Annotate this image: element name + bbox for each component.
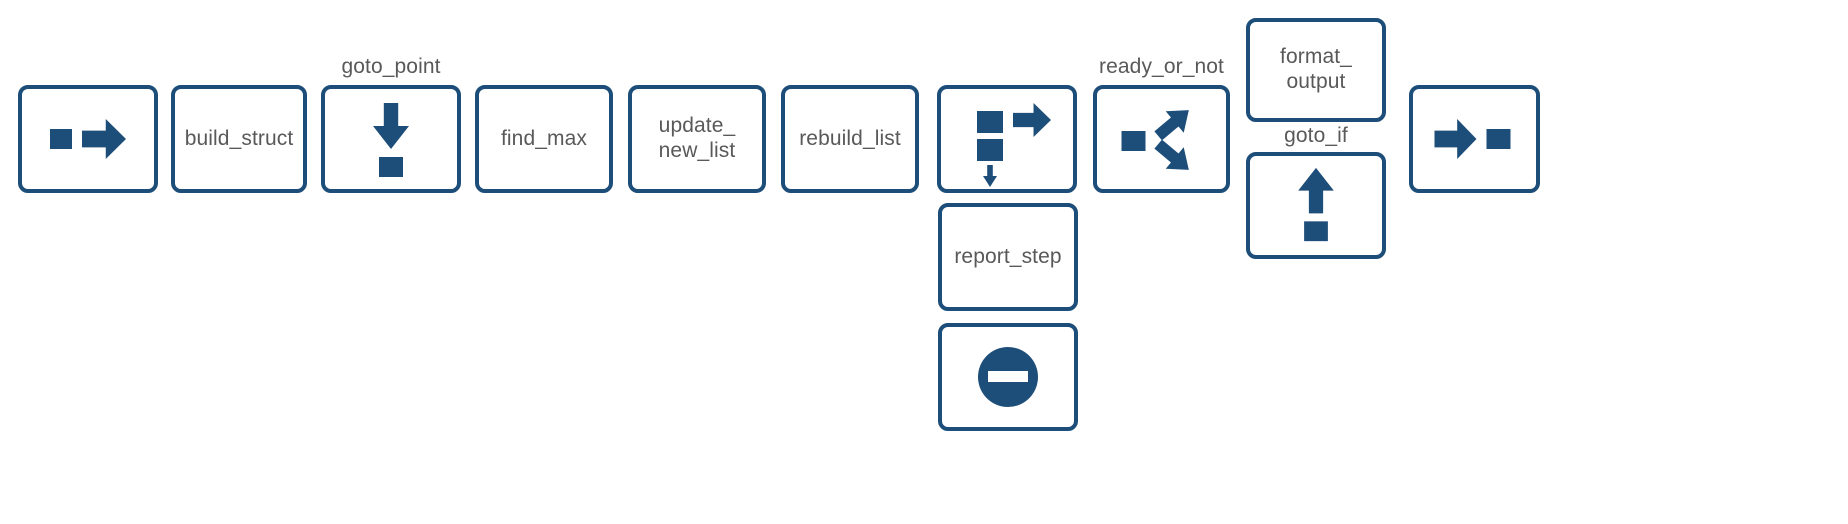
- node-label: find_max: [500, 126, 587, 150]
- node-label: update_ new_list: [658, 114, 736, 162]
- node-report-step[interactable]: report_step: [938, 203, 1078, 311]
- up-arrow-above-square-icon: [1250, 156, 1382, 255]
- node-square-then-right-arrow[interactable]: [18, 85, 158, 193]
- square-then-right-arrow-icon: [22, 89, 154, 189]
- node-up-arrow-above-square[interactable]: [1246, 152, 1386, 259]
- node-caption-ready-or-not: ready_or_not: [1099, 55, 1224, 78]
- node-format--output[interactable]: format_ output: [1246, 18, 1386, 122]
- node-rebuild-list[interactable]: rebuild_list: [781, 85, 919, 193]
- node-find-max[interactable]: find_max: [475, 85, 613, 193]
- node-caption-goto-point: goto_point: [341, 55, 441, 78]
- square-branch-two-diagonal-arrows-icon: [1097, 89, 1226, 189]
- node-build-struct[interactable]: build_struct: [171, 85, 307, 193]
- node-square-branch-two-diagonal-arrows[interactable]: [1093, 85, 1230, 193]
- down-arrow-above-square-icon: [325, 89, 457, 189]
- right-arrow-then-square-icon: [1413, 89, 1536, 189]
- node-down-arrow-above-square[interactable]: [321, 85, 461, 193]
- node-label: report_step: [954, 244, 1062, 268]
- node-label: rebuild_list: [799, 126, 901, 150]
- node-update--new-list[interactable]: update_ new_list: [628, 85, 766, 193]
- node-label: build_struct: [184, 126, 294, 150]
- minus-circle-icon: [942, 327, 1074, 427]
- node-caption-goto-if: goto_if: [1284, 124, 1348, 147]
- two-squares-right-arrow-down-arrow-icon: [941, 89, 1073, 189]
- node-right-arrow-then-square[interactable]: [1409, 85, 1540, 193]
- node-two-squares-right-arrow-down-arrow[interactable]: [937, 85, 1077, 193]
- node-minus-circle[interactable]: [938, 323, 1078, 431]
- node-label: format_ output: [1280, 45, 1352, 93]
